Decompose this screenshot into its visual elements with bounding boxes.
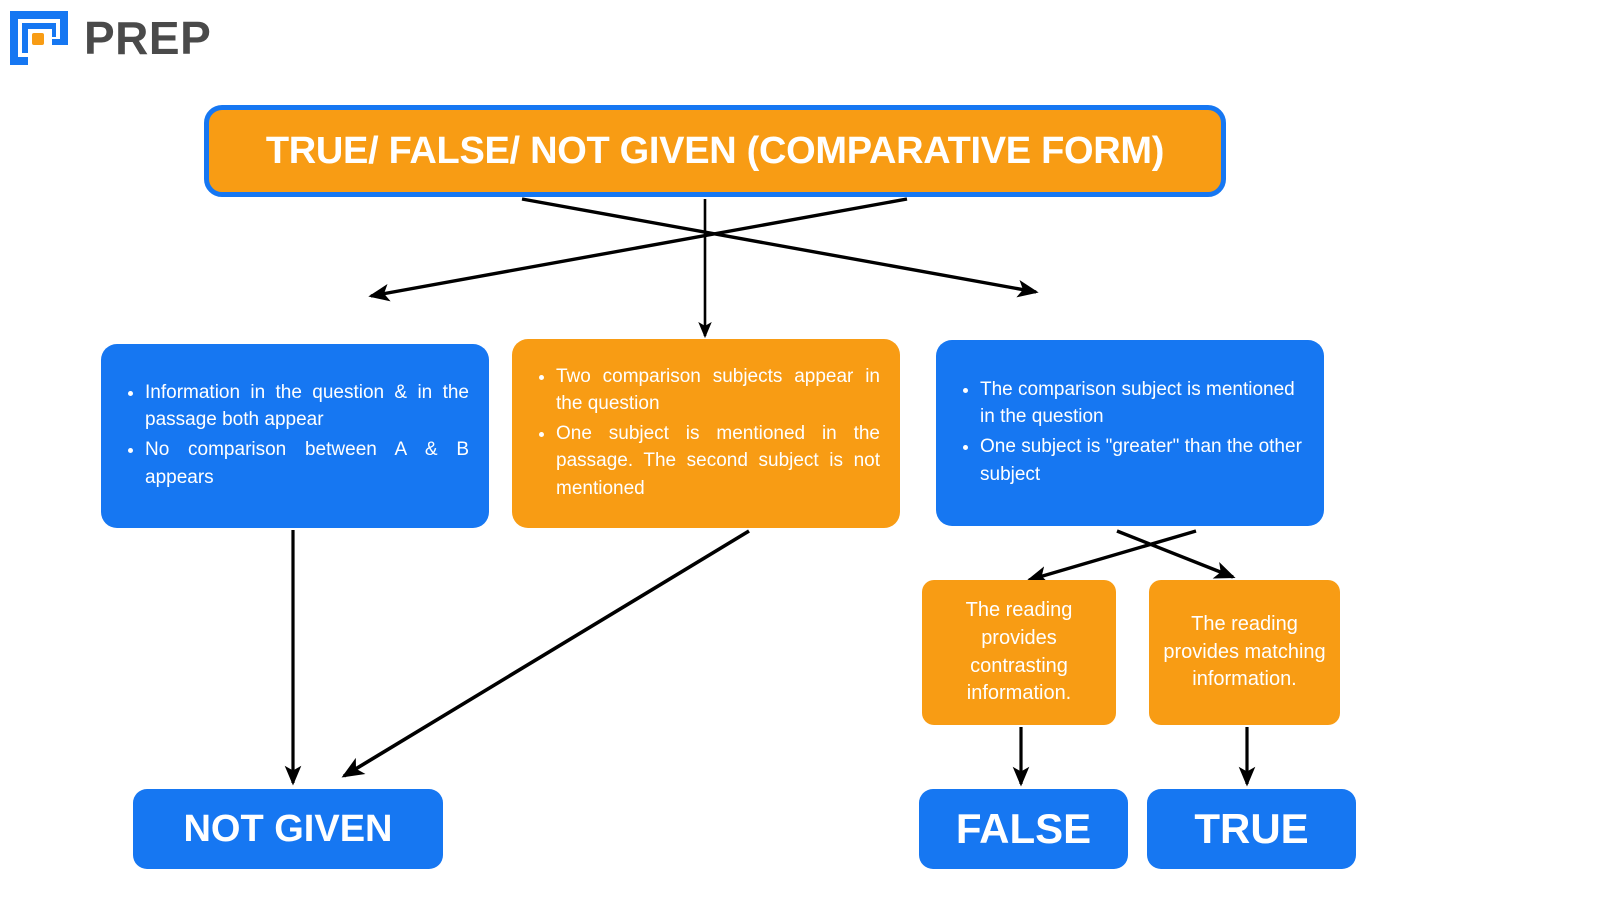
criteria-bullet: No comparison between A & B appears [145, 436, 469, 491]
result-label: TRUE [1194, 805, 1309, 852]
result-label: FALSE [955, 805, 1092, 852]
result-label: NOT GIVEN [183, 807, 393, 850]
brand-logo: PREP [8, 6, 258, 70]
arrow-title-to-right [521, 197, 1039, 298]
criteria-bullet: One subject is mentioned in the passage.… [556, 420, 880, 503]
criteria-box-comparison: The comparison subject is mentioned in t… [936, 340, 1324, 526]
leaf-text: The reading provides contrasting informa… [965, 599, 1073, 705]
prep-logo-icon [8, 9, 70, 67]
leaf-text: The reading provides matching informatio… [1163, 613, 1326, 691]
criteria-box-middle: Two comparison subjects appear in the qu… [512, 339, 900, 528]
leaf-box-matching: The reading provides matching informatio… [1149, 580, 1340, 725]
criteria-bullet: Information in the question & in the pas… [145, 379, 469, 434]
result-box-not-given: NOT GIVEN [133, 789, 443, 869]
arrow-comparison-to-contrasting [1026, 529, 1197, 584]
diagram-title: TRUE/ FALSE/ NOT GIVEN (COMPARATIVE FORM… [265, 129, 1165, 172]
criteria-list: Information in the question & in the pas… [121, 379, 469, 493]
criteria-box-not-given: Information in the question & in the pas… [101, 344, 489, 528]
brand-name: PREP [84, 12, 212, 64]
leaf-box-contrasting: The reading provides contrasting informa… [922, 580, 1116, 725]
result-box-false: FALSE [919, 789, 1128, 869]
criteria-list: Two comparison subjects appear in the qu… [532, 363, 880, 505]
arrow-title-to-left [368, 197, 908, 302]
result-box-true: TRUE [1147, 789, 1356, 869]
criteria-bullet: One subject is "greater" than the other … [980, 433, 1304, 488]
arrow-comparison-to-matching [1116, 529, 1236, 579]
diagram-title-box: TRUE/ FALSE/ NOT GIVEN (COMPARATIVE FORM… [204, 105, 1226, 197]
criteria-bullet: The comparison subject is mentioned in t… [980, 376, 1304, 431]
criteria-list: The comparison subject is mentioned in t… [956, 376, 1304, 490]
criteria-bullet: Two comparison subjects appear in the qu… [556, 363, 880, 418]
arrow-middle-criteria-to-notgiven [341, 529, 750, 778]
